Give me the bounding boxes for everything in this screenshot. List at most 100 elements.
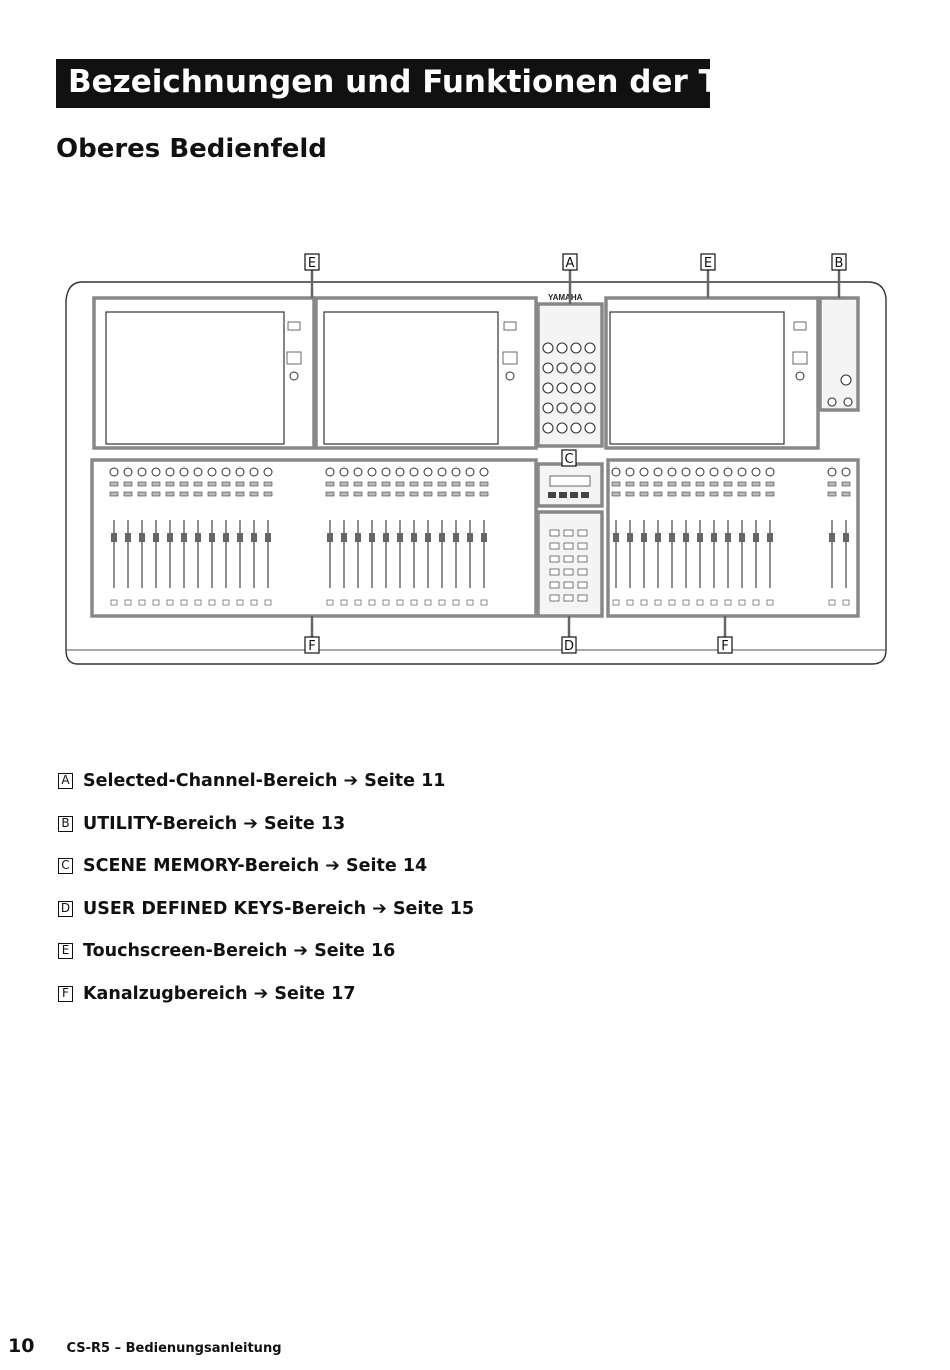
channel-button xyxy=(653,481,663,487)
channel-select-button xyxy=(668,599,676,606)
page-footer: 10 CS-R5 – Bedienungsanleitung xyxy=(8,1335,282,1357)
channel-select-button xyxy=(842,599,850,606)
fader-cap xyxy=(383,533,389,542)
channel-button xyxy=(367,491,377,497)
channel-knob xyxy=(423,467,433,477)
channel-select-button xyxy=(396,599,404,606)
legend-letter: E xyxy=(58,943,73,960)
legend-item-e: E Touchscreen-Bereich ➔ Seite 16 xyxy=(58,930,474,973)
channel-knob xyxy=(263,467,273,477)
utility-knob xyxy=(840,374,852,386)
legend-text: Kanalzugbereich ➔ Seite 17 xyxy=(83,983,356,1004)
fader-cap xyxy=(613,533,619,542)
channel-button xyxy=(625,481,635,487)
user-defined-key xyxy=(577,568,588,576)
user-defined-key xyxy=(563,581,574,589)
channel-knob xyxy=(695,467,705,477)
screen-side-button xyxy=(792,351,808,365)
fader-cap xyxy=(237,533,243,542)
selected-channel-knob xyxy=(556,422,568,434)
channel-select-button xyxy=(382,599,390,606)
channel-button xyxy=(325,481,335,487)
channel-knob xyxy=(667,467,677,477)
fader-cap xyxy=(139,533,145,542)
callout-box xyxy=(561,636,577,654)
utility-knob xyxy=(843,397,853,407)
channel-knob xyxy=(751,467,761,477)
channel-button xyxy=(611,491,621,497)
channel-select-button xyxy=(766,599,774,606)
channel-knob xyxy=(123,467,133,477)
legend-text: Selected-Channel-Bereich ➔ Seite 11 xyxy=(83,771,446,792)
fader-cap xyxy=(627,533,633,542)
channel-button xyxy=(639,491,649,497)
user-defined-key xyxy=(577,581,588,589)
screen-side-button xyxy=(286,351,302,365)
user-defined-key xyxy=(577,542,588,550)
channel-select-button xyxy=(368,599,376,606)
channel-knob xyxy=(367,467,377,477)
callout-box xyxy=(304,636,320,654)
channel-knob xyxy=(437,467,447,477)
channel-button xyxy=(221,481,231,487)
screen-side-knob xyxy=(505,371,515,381)
channel-button xyxy=(409,481,419,487)
channel-select-button xyxy=(152,599,160,606)
channel-select-button xyxy=(208,599,216,606)
channel-select-button xyxy=(264,599,272,606)
screen-side-button xyxy=(502,351,518,365)
selected-channel-knob xyxy=(542,382,554,394)
screen-side-button xyxy=(793,321,807,331)
fader-cap xyxy=(251,533,257,542)
channel-button xyxy=(339,481,349,487)
fader-cap xyxy=(181,533,187,542)
fader-cap xyxy=(467,533,473,542)
channel-button xyxy=(325,491,335,497)
channel-button xyxy=(151,491,161,497)
fader-cap xyxy=(739,533,745,542)
channel-button xyxy=(179,491,189,497)
scene-memory-key xyxy=(559,492,567,498)
channel-button xyxy=(625,491,635,497)
user-defined-key xyxy=(577,555,588,563)
channel-select-button xyxy=(724,599,732,606)
user-defined-key xyxy=(563,542,574,550)
channel-knob xyxy=(165,467,175,477)
channel-button xyxy=(737,481,747,487)
channel-select-button xyxy=(710,599,718,606)
channel-select-button xyxy=(250,599,258,606)
channel-knob xyxy=(353,467,363,477)
callout-letter: E xyxy=(308,256,316,271)
channel-knob xyxy=(193,467,203,477)
legend-item-a: A Selected-Channel-Bereich ➔ Seite 11 xyxy=(58,760,474,803)
selected-channel-knob xyxy=(542,402,554,414)
channel-button xyxy=(395,481,405,487)
channel-button xyxy=(751,481,761,487)
fader-cap xyxy=(195,533,201,542)
fader-cap xyxy=(697,533,703,542)
channel-knob xyxy=(179,467,189,477)
channel-knob xyxy=(381,467,391,477)
selected-channel-section xyxy=(536,302,604,448)
channel-select-button xyxy=(828,599,836,606)
channel-knob xyxy=(827,467,837,477)
channel-button xyxy=(221,491,231,497)
channel-button xyxy=(451,491,461,497)
callout-letter: F xyxy=(721,639,728,654)
channel-button xyxy=(109,481,119,487)
callout-box xyxy=(700,253,716,271)
channel-select-button xyxy=(194,599,202,606)
touchscreen-left xyxy=(105,311,285,445)
selected-channel-knob xyxy=(584,342,596,354)
fader-cap xyxy=(641,533,647,542)
legend-item-c: C SCENE MEMORY-Bereich ➔ Seite 14 xyxy=(58,845,474,888)
legend-item-d: D USER DEFINED KEYS-Bereich ➔ Seite 15 xyxy=(58,888,474,931)
fader-cap xyxy=(209,533,215,542)
manual-title: CS-R5 – Bedienungsanleitung xyxy=(66,1341,282,1356)
channel-select-button xyxy=(640,599,648,606)
user-defined-key xyxy=(549,529,560,537)
callout-letter: C xyxy=(564,452,573,467)
fader-cap xyxy=(341,533,347,542)
channel-button xyxy=(165,491,175,497)
